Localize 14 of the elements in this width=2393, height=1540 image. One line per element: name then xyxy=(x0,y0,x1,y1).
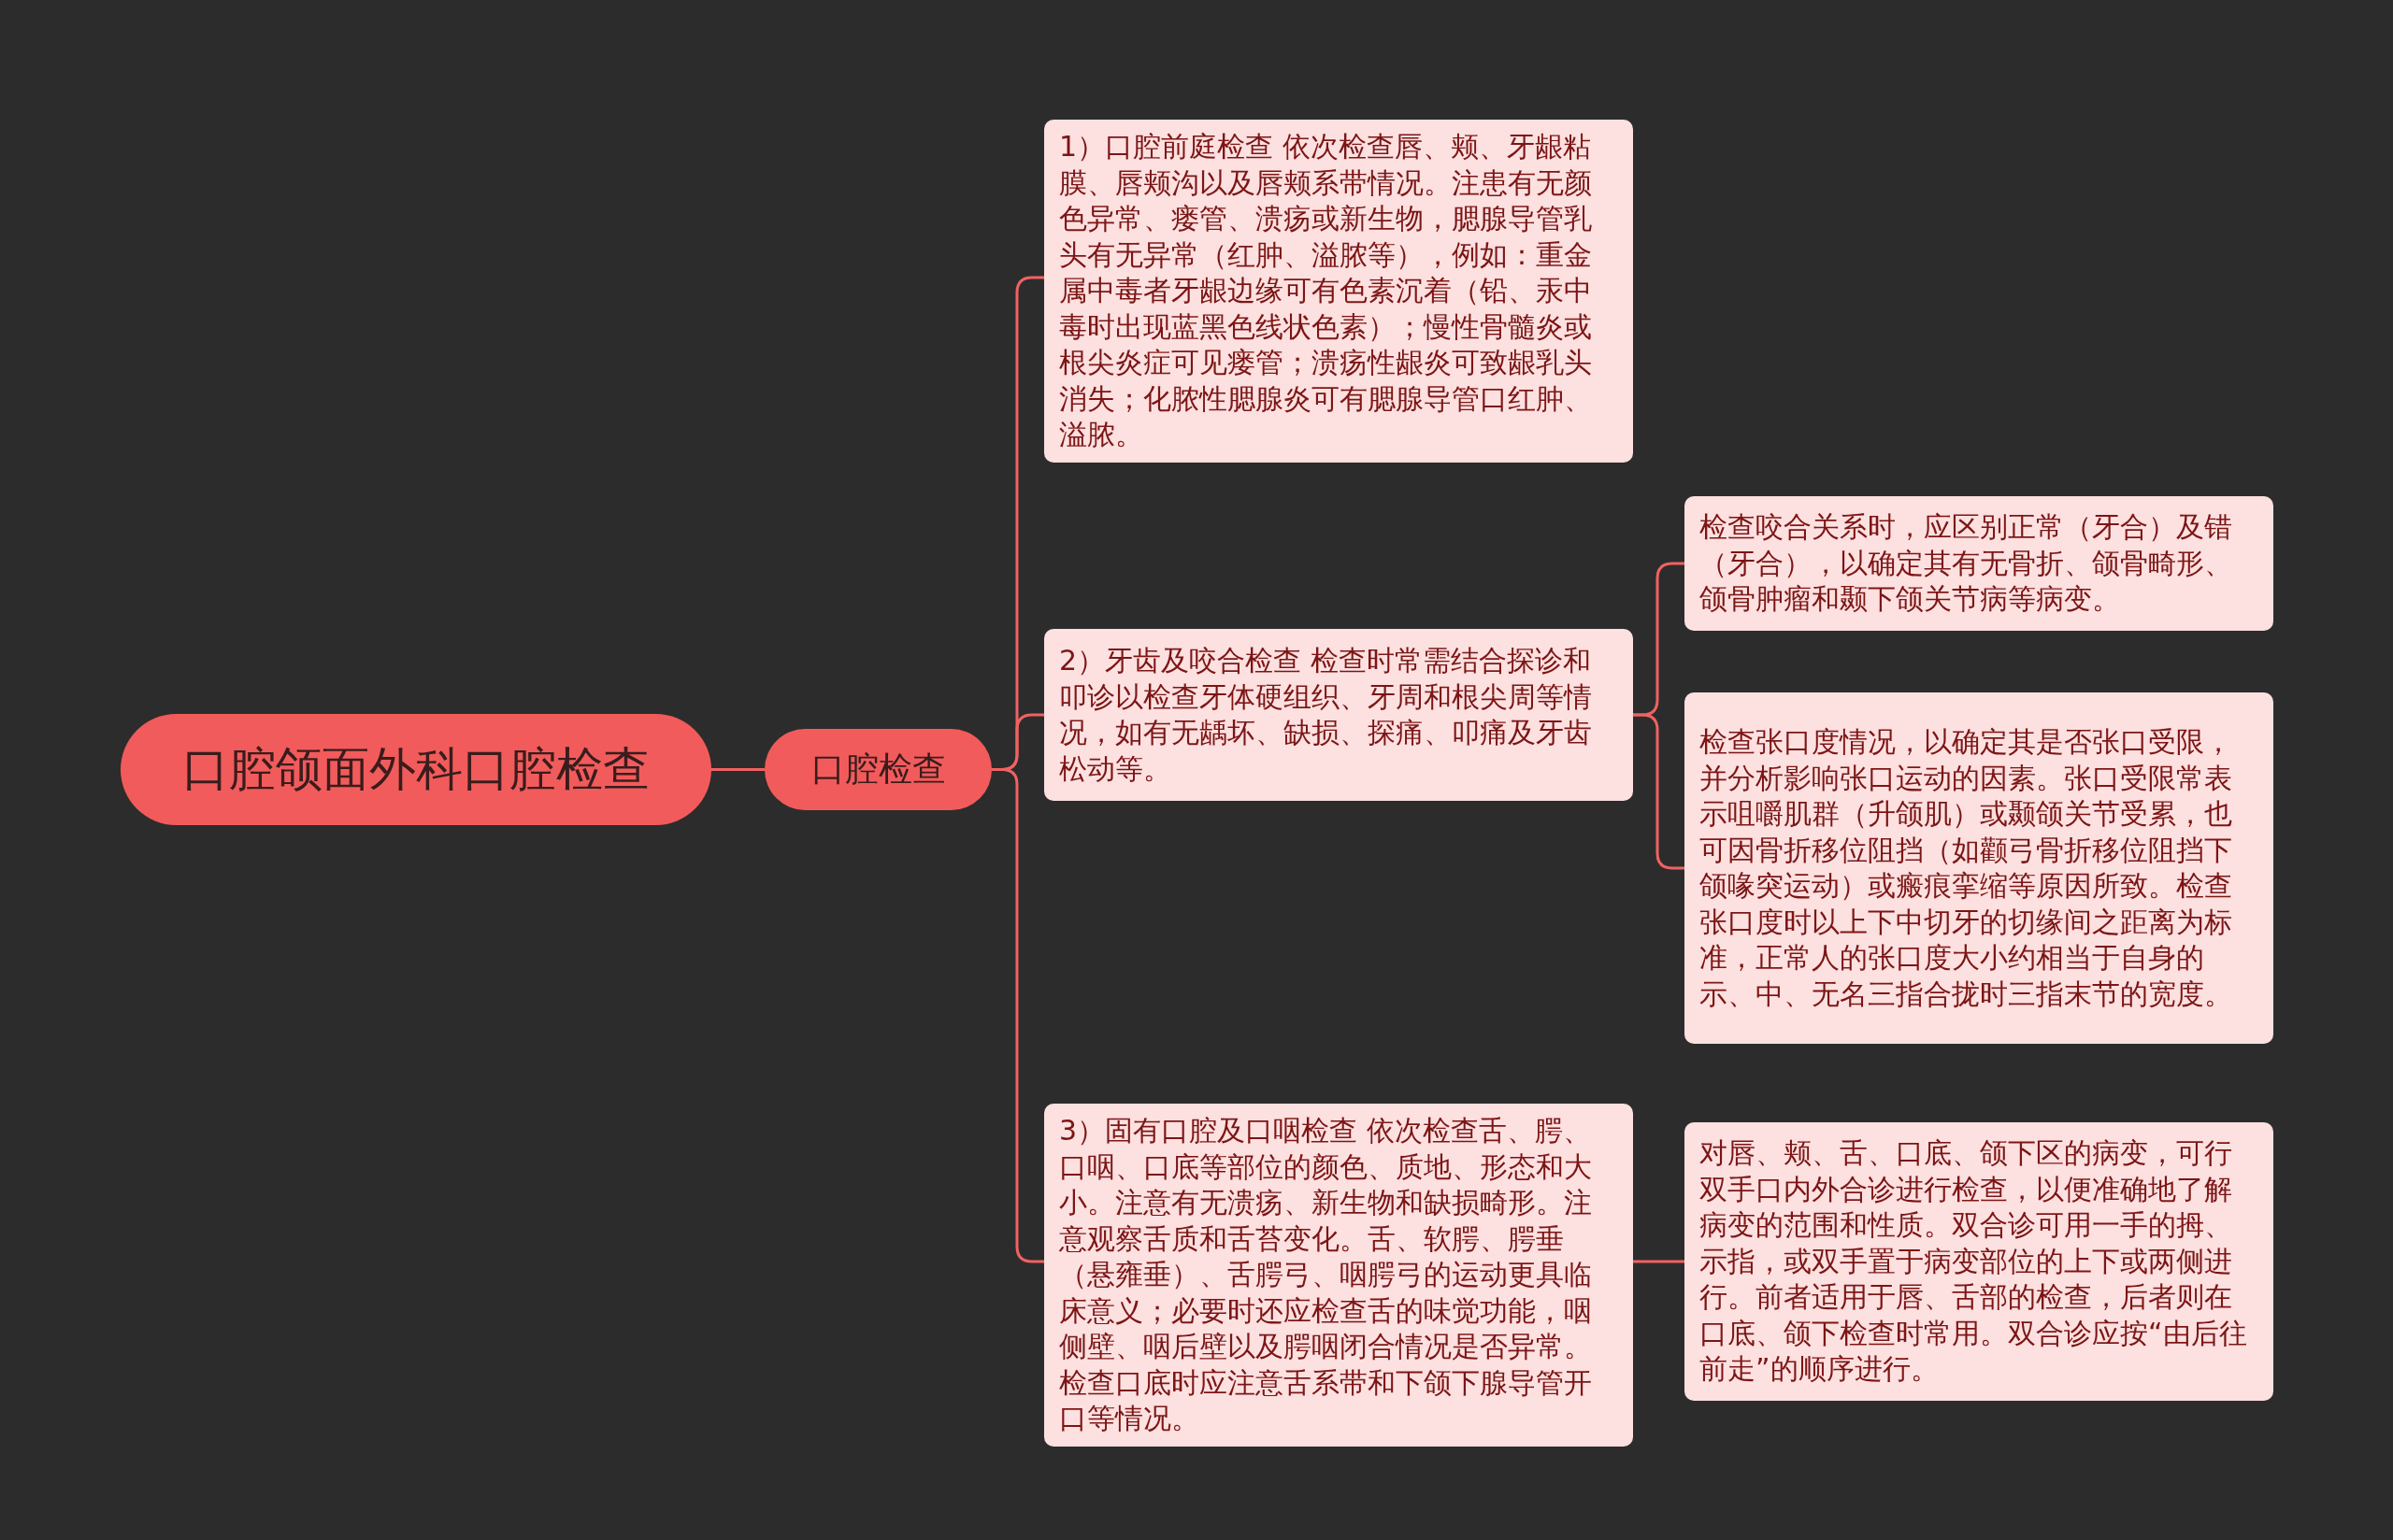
node-text: 口腔颌面外科口腔检查 xyxy=(182,741,650,798)
node-text: 检查咬合关系时，应区别正常（牙合）及错（牙合），以确定其有无骨折、颌骨畸形、颌骨肿瘤和颞下颌关节病等病变。 xyxy=(1699,509,2233,618)
node-text: 对唇、颊、舌、口底、颌下区的病变，可行双手口内外合诊进行检查，以便准确地了解病变的范围和性质。双合诊可用一手的拇、示指，或双手置于病变部位的上下或两侧进行。前者适用于唇、舌部的检查，后者则在口底、颌下检查时常用。双合诊应按“由后往前走”的顺序进行。 xyxy=(1699,1135,2248,1388)
text-card xyxy=(1684,692,2273,1044)
node-text: 检查张口度情况，以确定其是否张口受限，并分析影响张口运动的因素。张口受限常表示咀嚼肌群（升颌肌）或颞颌关节受累，也可因骨折移位阻挡（如颧弓骨折移位阻挡下颌喙突运动）或瘢痕挛缩等原因所致。检查张口度时以上下中切牙的切缘间之距离为标准，正常人的张口度大小约相当于自身的示、中、无名三指合拢时三指末节的宽度。 xyxy=(1699,724,2233,1012)
text-card xyxy=(1684,1122,2273,1401)
text-card xyxy=(1684,496,2273,631)
text-card xyxy=(1044,629,1633,801)
connector xyxy=(1633,1260,1684,1263)
node-text: 2）牙齿及咬合检查 检查时常需结合探诊和叩诊以检查牙体硬组织、牙周和根尖周等情况，如有无龋坏、缺损、探痛、叩痛及牙齿松动等。 xyxy=(1059,643,1593,787)
node-text: 1）口腔前庭检查 依次检查唇、颊、牙龈粘膜、唇颊沟以及唇颊系带情况。注患有无颜色异常、瘘管、溃疡或新生物，腮腺导管乳头有无异常（红肿、溢脓等），例如：重金属中毒者牙龈边缘可有色素沉着（铅、汞中毒时出现蓝黑色线状色素）；慢性骨髓炎或根尖炎症可见瘘管；溃疡性龈炎可致龈乳头消失；化脓性腮腺炎可有腮腺导管口红肿、溢脓。 xyxy=(1059,129,1593,452)
node-text: 3）固有口腔及口咽检查 依次检查舌、腭、口咽、口底等部位的颜色、质地、形态和大小。注意有无溃疡、新生物和缺损畸形。注意观察舌质和舌苔变化。舌、软腭、腭垂（悬雍垂）、舌腭弓、咽腭弓的运动更具临床意义；必要时还应检查舌的味觉功能，咽侧壁、咽后壁以及腭咽闭合情况是否异常。检查口底时应注意舌系带和下颌下腺导管开口等情况。 xyxy=(1059,1113,1593,1436)
node-text: 口腔检查 xyxy=(810,749,946,790)
connector xyxy=(711,768,765,771)
